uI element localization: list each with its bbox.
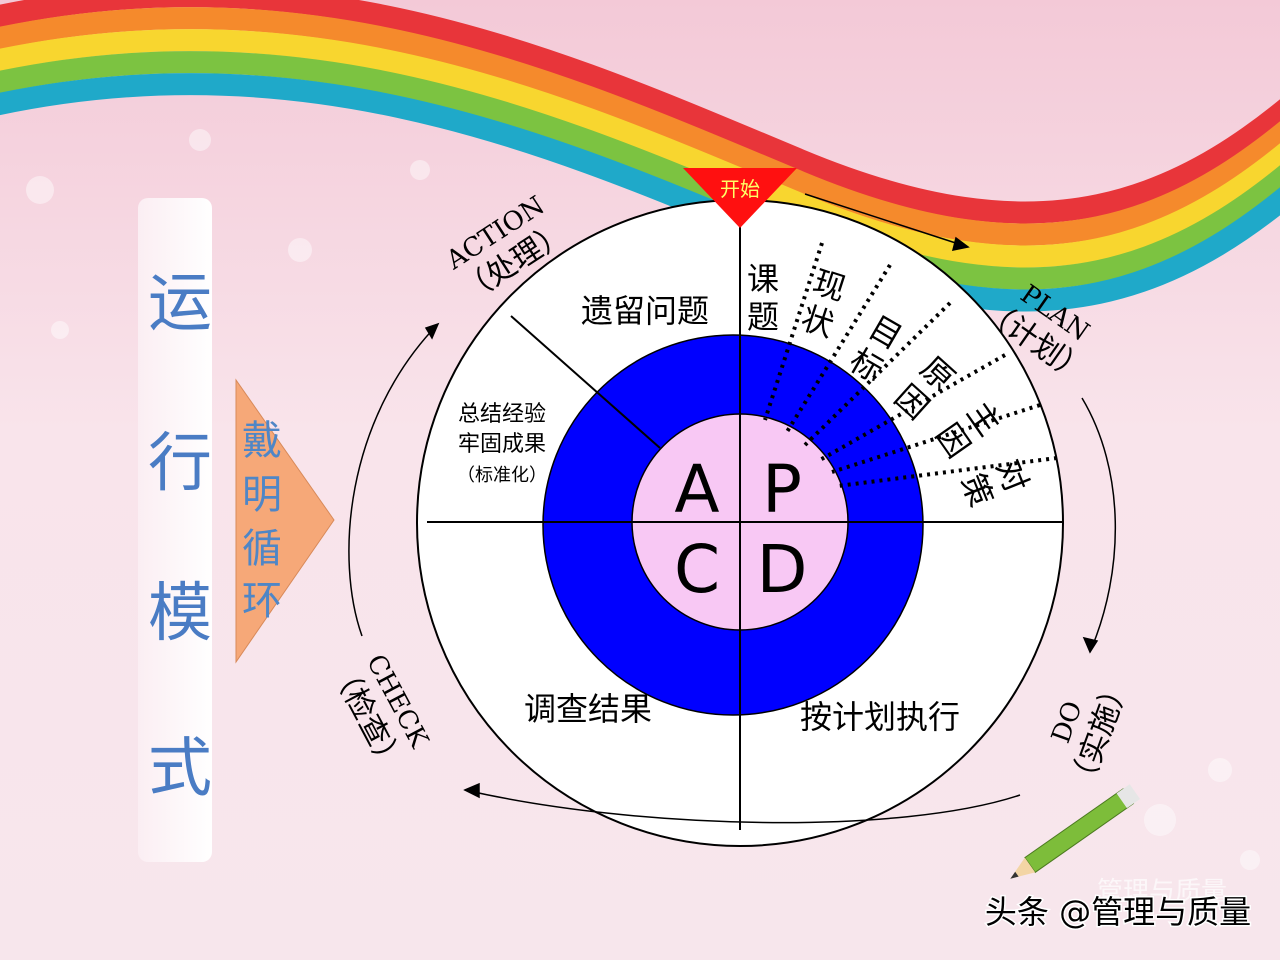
letter-a: A [674,451,719,528]
letter-p: P [762,451,802,528]
svg-text:课: 课 [747,260,779,298]
svg-text:总结经验: 总结经验 [458,402,546,427]
vertical-title: 运 行 模 式 [148,267,212,806]
start-label: 开始 [720,177,760,201]
arrow-char: 戴 [242,418,282,464]
title-box [138,198,212,862]
start-marker [683,168,797,228]
investigation-results-label: 调查结果 [524,690,652,728]
deming-arrow [235,378,335,664]
remaining-issues-label: 遗留问题 [581,292,709,330]
quadrant-dividers [427,200,1062,830]
center-letters: A P C D [674,451,807,608]
letter-d: D [757,531,808,608]
flower-decoration [26,129,1260,870]
svg-text:（标准化）: （标准化） [457,465,547,486]
summary-label: 总结经验 牢固成果 （标准化） [457,402,547,486]
pencil-icon [1010,784,1141,879]
letter-c: C [674,531,720,608]
watermark-ghost: 管理与质量 [1097,877,1227,907]
title-char: 行 [148,427,212,501]
plan-step-dividers [763,242,1058,488]
title-char: 式 [148,732,212,806]
deming-arrow-label: 戴 明 循 环 [242,418,282,624]
execute-plan-label: 按计划执行 [800,698,960,736]
cycle-arrows [348,193,1117,824]
arrow-char: 明 [242,472,282,518]
title-char: 模 [148,577,212,651]
svg-text:牢固成果: 牢固成果 [458,432,546,457]
svg-text:题: 题 [747,298,779,336]
plan-step-topic: 课 题 [747,260,779,336]
arrow-char: 循 [242,526,282,572]
arrow-char: 环 [242,578,282,624]
title-char: 运 [148,267,212,341]
watermark: 头条 @管理与质量 [985,893,1251,931]
